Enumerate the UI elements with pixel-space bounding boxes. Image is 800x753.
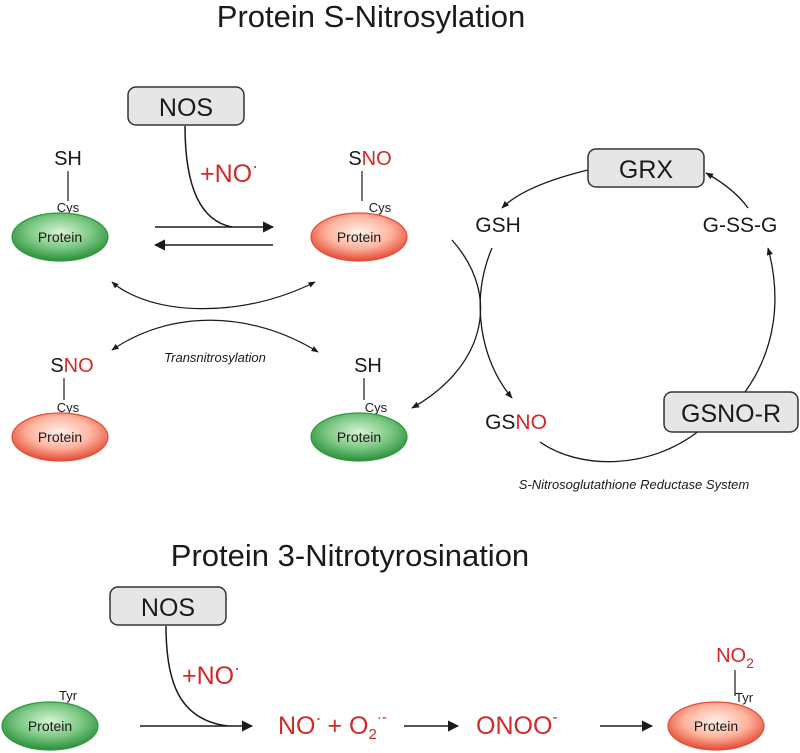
- arc-gssg-to-grx: [705, 172, 749, 209]
- arc-grx-to-gsh: [501, 169, 589, 209]
- protein-right-bottom: Protein: [667, 701, 765, 751]
- protein-label-top-left: Protein: [38, 229, 82, 245]
- arc-gsno-to-gsnor: [539, 429, 701, 463]
- sh-label-top-left: SH: [54, 148, 82, 170]
- transnitrosylation-arrow-a: [111, 281, 316, 310]
- no2-label: NO2: [716, 645, 754, 671]
- cycle-caption: S-Nitrosoglutathione Reductase System: [519, 477, 750, 492]
- arc-gsh-to-gsno: [479, 247, 513, 399]
- nos-to-forward-curve: [184, 125, 233, 228]
- sno-label-bottom-left: SNO: [50, 355, 93, 377]
- cys-label-top-mid: Cys: [369, 200, 392, 215]
- sh-label-bottom-mid: SH: [354, 355, 382, 377]
- grx-label: GRX: [619, 156, 674, 184]
- protein-label-bottom-left: Protein: [38, 429, 82, 445]
- grx-box: GRX: [587, 148, 705, 188]
- cys-label-bottom-mid: Cys: [365, 400, 388, 415]
- protein-left-bottom: Protein: [1, 701, 99, 751]
- sno-label-top-mid: SNO: [348, 148, 391, 170]
- nos-box-top: NOS: [127, 86, 245, 126]
- section2-title: Protein 3-Nitrotyrosination: [171, 538, 529, 573]
- tyr-label-left: Tyr: [59, 688, 78, 703]
- arc-gsnor-to-gssg: [744, 247, 776, 393]
- transnitrosylation-label: Transnitrosylation: [164, 350, 266, 365]
- gsnor-label: GSNO-R: [681, 400, 781, 428]
- protein-top-mid: Protein: [310, 212, 408, 262]
- gsno-label: GSNO: [485, 411, 547, 434]
- gsh-label: GSH: [475, 214, 521, 237]
- gsnor-box: GSNO-R: [663, 391, 799, 433]
- gssg-label: G-SS-G: [703, 214, 778, 237]
- protein-bottom-mid: Protein: [310, 412, 408, 462]
- plus-no-top: +NO·: [200, 156, 258, 188]
- nos-label-bottom: NOS: [141, 594, 195, 622]
- tyr-label-right: Tyr: [735, 690, 754, 705]
- protein-top-left: Protein: [11, 212, 109, 262]
- protein-bottom-left: Protein: [11, 412, 109, 462]
- section1-title: Protein S-Nitrosylation: [217, 0, 525, 34]
- nos-to-reaction-curve: [165, 625, 229, 727]
- peroxynitrite-label: ONOO-: [476, 709, 558, 740]
- protein-label-right-bottom: Protein: [694, 718, 738, 734]
- cys-label-bottom-left: Cys: [57, 400, 80, 415]
- protein-label-left-bottom: Protein: [28, 718, 72, 734]
- nos-box-bottom: NOS: [109, 586, 227, 626]
- protein-label-top-mid: Protein: [337, 229, 381, 245]
- protein-label-bottom-mid: Protein: [337, 429, 381, 445]
- arc-gsh-to-protein: [411, 239, 482, 409]
- cys-label-top-left: Cys: [57, 200, 80, 215]
- nos-label-top: NOS: [159, 94, 213, 122]
- no-plus-o2: NO·+ O2·-: [278, 708, 387, 743]
- transnitrosylation-arrow-b: [111, 319, 319, 353]
- plus-no-bottom: +NO·: [182, 658, 240, 690]
